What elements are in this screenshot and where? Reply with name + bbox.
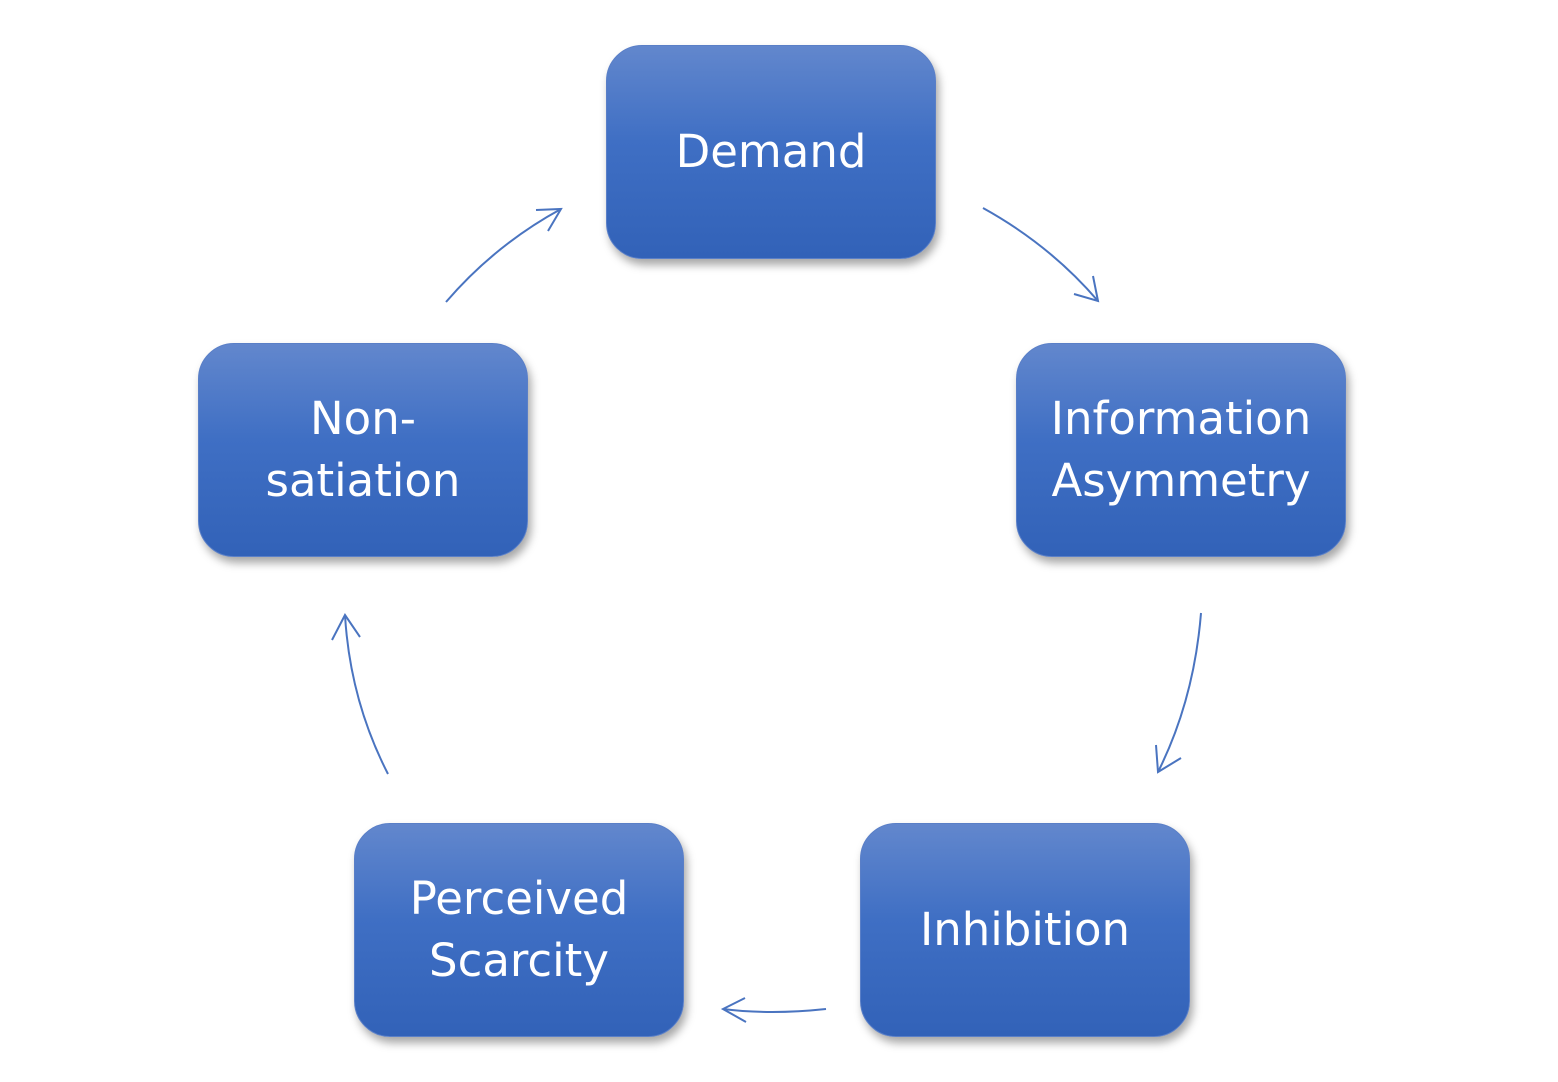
node-non-satiation-line-1: Non-	[310, 392, 416, 445]
node-demand: Demand	[606, 45, 936, 259]
arrow-information-asymmetry-to-inhibition	[1155, 612, 1202, 774]
node-information-asymmetry-line-2: Asymmetry	[1051, 454, 1311, 507]
node-inhibition-label: Inhibition	[910, 899, 1140, 961]
node-non-satiation: Non- satiation	[198, 343, 528, 557]
node-inhibition: Inhibition	[860, 823, 1190, 1037]
node-perceived-scarcity: Perceived Scarcity	[354, 823, 684, 1037]
node-demand-line-1: Demand	[675, 125, 867, 178]
arrow-perceived-scarcity-to-non-satiation	[331, 613, 389, 775]
arrow-demand-to-information-asymmetry	[982, 207, 1100, 303]
node-perceived-scarcity-label: Perceived Scarcity	[400, 868, 639, 992]
node-information-asymmetry: Information Asymmetry	[1016, 343, 1346, 557]
node-inhibition-line-1: Inhibition	[919, 903, 1131, 956]
node-non-satiation-label: Non- satiation	[256, 388, 471, 512]
arrow-non-satiation-to-demand	[445, 207, 563, 303]
node-non-satiation-line-2: satiation	[265, 454, 461, 507]
arrow-inhibition-to-perceived-scarcity	[720, 997, 827, 1023]
node-information-asymmetry-line-1: Information	[1050, 392, 1312, 445]
node-demand-label: Demand	[666, 121, 877, 183]
node-information-asymmetry-label: Information Asymmetry	[1041, 388, 1322, 512]
node-perceived-scarcity-line-2: Scarcity	[429, 934, 609, 987]
node-perceived-scarcity-line-1: Perceived	[409, 872, 629, 925]
